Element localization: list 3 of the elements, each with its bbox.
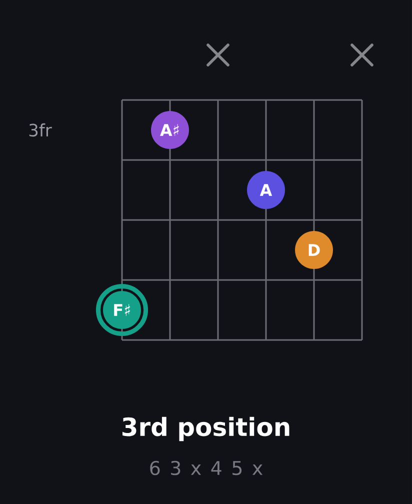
title: 3rd position: [122, 416, 290, 442]
fret-label: 3fr: [29, 123, 52, 137]
caption: 6 3 x 4 5 x: [150, 460, 263, 476]
